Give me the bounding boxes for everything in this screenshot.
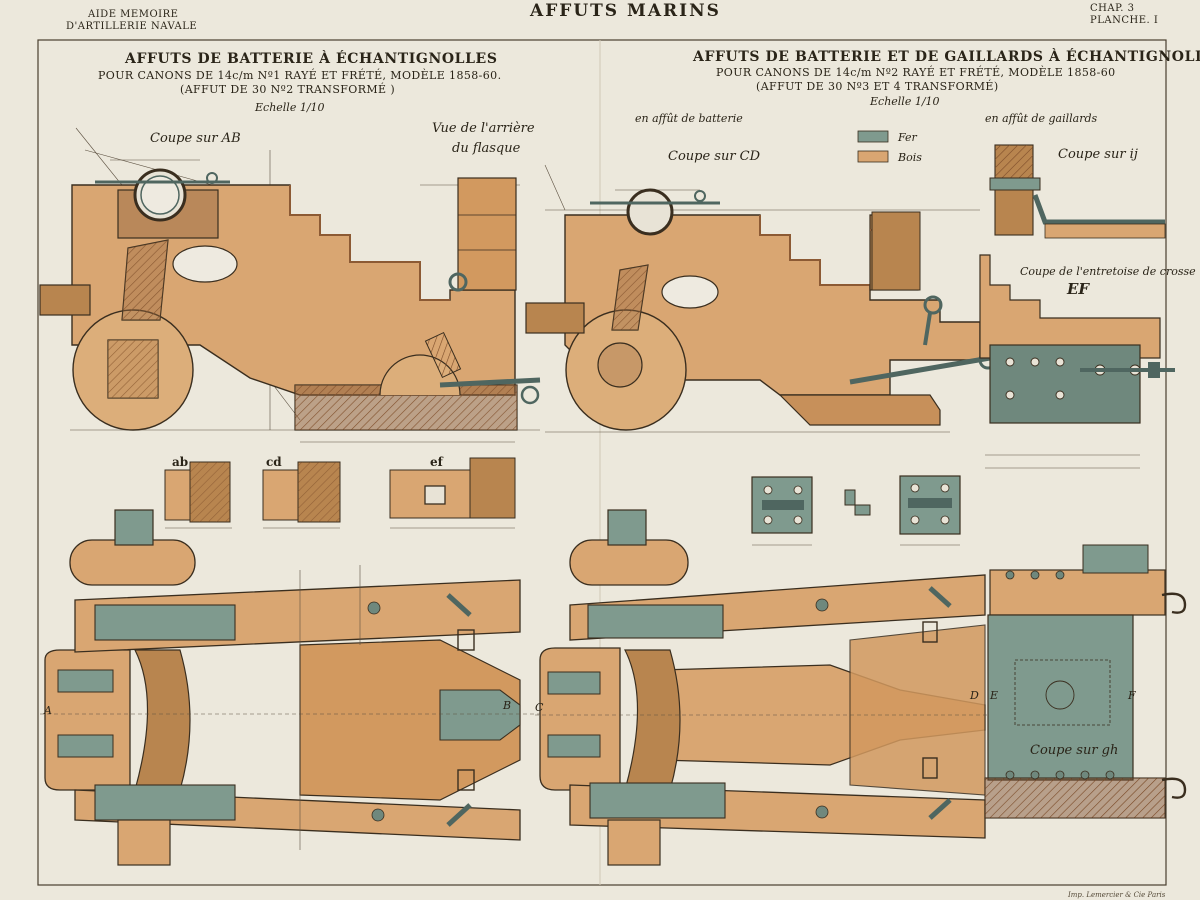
left-plan-view	[40, 509, 540, 866]
right-label-battery: en affût de batterie	[635, 112, 743, 125]
right-label-section-ij: Coupe sur ij	[1058, 147, 1138, 162]
legend-label-iron: Fer	[898, 131, 917, 144]
right-label-section-gh: Coupe sur gh	[1030, 743, 1119, 758]
left-side-elevation	[39, 127, 541, 443]
small-sections	[164, 457, 516, 529]
plate-border	[37, 39, 1167, 886]
header-right-line2: PLANCHE. I	[1090, 15, 1159, 26]
page-title: AFFUTS MARINS	[530, 1, 721, 21]
plan-label-a: A	[44, 704, 52, 717]
legend-label-wood: Bois	[898, 151, 922, 164]
plan-label-e: E	[990, 689, 999, 702]
right-label-strut-ef: EF	[1067, 280, 1090, 298]
iron-fitting-details	[751, 454, 1140, 546]
left-note: (AFFUT DE 30 Nº2 TRANSFORMÉ )	[180, 83, 396, 96]
plan-label-b: B	[503, 699, 512, 712]
section-ef-label: ef	[430, 455, 443, 469]
left-label-rear-1: Vue de l'arrière	[432, 121, 535, 136]
plan-label-c: C	[535, 701, 544, 714]
detail-small-blocks	[871, 144, 1175, 424]
plan-label-f: F	[1128, 689, 1136, 702]
left-label-section-ab: Coupe sur AB	[150, 131, 241, 146]
right-label-section-cd: Coupe sur CD	[668, 149, 761, 164]
footer-imprint: Imp. Lemercier & Cie Paris	[1068, 891, 1166, 899]
legend-swatch-wood	[857, 150, 889, 163]
right-title: AFFUTS DE BATTERIE ET DE GAILLARDS À ÉCH…	[693, 49, 1200, 65]
right-plan-view	[535, 509, 1187, 866]
right-label-strut: Coupe de l'entretoise de crosse	[1020, 265, 1196, 278]
legend-swatch-iron	[857, 130, 889, 143]
header-right-line1: CHAP. 3	[1090, 3, 1135, 14]
section-ab-label: ab	[172, 455, 189, 469]
left-subtitle: POUR CANONS DE 14c/m Nº1 RAYÉ ET FRÉTÉ, …	[98, 69, 502, 82]
left-label-rear-2: du flasque	[452, 141, 521, 156]
legend	[857, 130, 889, 163]
section-cd-label: cd	[266, 455, 282, 469]
right-label-gaillards: en affût de gaillards	[985, 112, 1098, 125]
right-note: (AFFUT DE 30 Nº3 ET 4 TRANSFORMÉ)	[756, 80, 999, 93]
left-title: AFFUTS DE BATTERIE À ÉCHANTIGNOLLES	[125, 51, 498, 67]
header-left-line1: AIDE MEMOIRE	[88, 9, 179, 20]
right-subtitle: POUR CANONS DE 14c/m Nº2 RAYÉ ET FRÉTÉ, …	[716, 66, 1116, 79]
plan-label-d: D	[970, 689, 979, 702]
right-side-elevation	[525, 164, 998, 433]
header-left-line2: D'ARTILLERIE NAVALE	[66, 21, 198, 32]
left-scale: Echelle 1/10	[255, 101, 325, 114]
right-scale: Echelle 1/10	[870, 95, 940, 108]
